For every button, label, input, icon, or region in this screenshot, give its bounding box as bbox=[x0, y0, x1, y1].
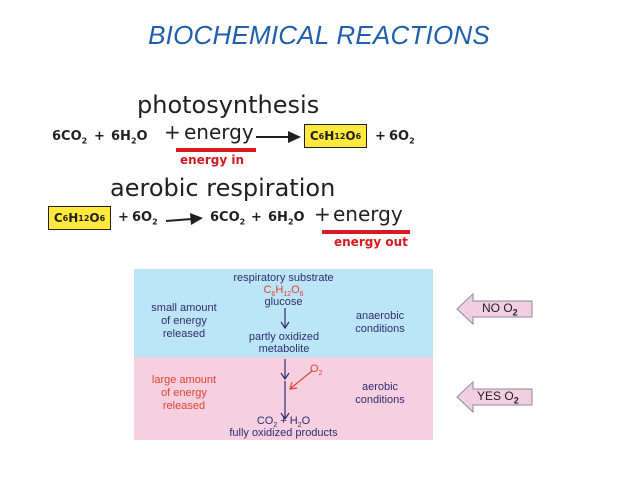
diagram-formula: C6H12O6 bbox=[263, 284, 304, 299]
photosynthesis-product-o2: 6O2 bbox=[389, 129, 415, 146]
aerobic-energy: energy bbox=[333, 202, 403, 226]
diagram-substrate: respiratory substrate bbox=[233, 272, 334, 284]
respiration-diagram: respiratory substrate C6H12O6 glucose sm… bbox=[134, 269, 433, 440]
diagram-large-energy-3: released bbox=[162, 400, 206, 412]
diagram-small-energy-1: small amount bbox=[151, 302, 217, 314]
energy-in-underline bbox=[176, 148, 256, 152]
aerobic-band bbox=[134, 357, 433, 440]
photosynthesis-energy: energy bbox=[184, 120, 254, 144]
metabolite-down-arrow-icon bbox=[280, 359, 290, 381]
photosynthesis-plus-2: + bbox=[164, 120, 181, 144]
diagram-aerobic-1: aerobic bbox=[361, 381, 399, 393]
diagram-oxygen: O2 bbox=[310, 363, 323, 378]
diagram-products-formula: CO2 + H2O bbox=[256, 415, 311, 430]
aerobic-heading: aerobic respiration bbox=[110, 174, 336, 202]
aerobic-plus-2: + bbox=[251, 210, 262, 225]
photosynthesis-heading: photosynthesis bbox=[137, 91, 320, 119]
photosynthesis-arrow-icon bbox=[256, 131, 301, 143]
diagram-large-energy-1: large amount bbox=[151, 374, 217, 386]
yes-oxygen-label: YES O2 bbox=[477, 389, 519, 406]
oxygen-arrow-icon bbox=[289, 370, 313, 390]
diagram-products-label: fully oxidized products bbox=[229, 427, 338, 439]
diagram-glucose: glucose bbox=[264, 296, 303, 308]
anaerobic-band bbox=[134, 269, 433, 357]
photosynthesis-plus-1: + bbox=[94, 129, 105, 144]
diagram-aerobic-2: conditions bbox=[355, 394, 405, 406]
aerobic-plus-1: + bbox=[118, 210, 129, 225]
photosynthesis-reactant-co2: 6CO2 bbox=[52, 129, 88, 146]
diagram-metabolite: metabolite bbox=[258, 343, 310, 355]
aerobic-reactant-o2: 6O2 bbox=[132, 210, 158, 227]
aerobic-arrow-icon bbox=[166, 213, 203, 225]
no-oxygen-tag: NO O2 bbox=[456, 293, 536, 325]
yes-oxygen-tag: YES O2 bbox=[456, 381, 536, 413]
energy-out-label: energy out bbox=[334, 235, 408, 249]
energy-out-underline bbox=[322, 230, 410, 234]
aerobic-product-h2o: 6H2O bbox=[268, 210, 305, 227]
diagram-anaerobic-2: conditions bbox=[355, 323, 405, 335]
photosynthesis-reactant-h2o: 6H2O bbox=[111, 129, 148, 146]
glucose-down-arrow-icon bbox=[280, 308, 290, 330]
diagram-large-energy-2: of energy bbox=[161, 387, 207, 399]
slide-title: BIOCHEMICAL REACTIONS bbox=[148, 20, 490, 50]
diagram-anaerobic-1: anaerobic bbox=[355, 310, 405, 322]
oxidation-down-arrow-icon bbox=[280, 381, 290, 421]
yes-oxygen-arrow-shape bbox=[456, 381, 533, 413]
energy-in-label: energy in bbox=[180, 153, 244, 167]
no-oxygen-label: NO O2 bbox=[482, 301, 518, 318]
photosynthesis-plus-3: + bbox=[375, 129, 386, 144]
diagram-small-energy-3: released bbox=[162, 328, 206, 340]
diagram-partly-oxidized: partly oxidized bbox=[248, 331, 320, 343]
aerobic-plus-3: + bbox=[314, 202, 331, 226]
no-oxygen-arrow-shape bbox=[456, 293, 533, 325]
aerobic-product-co2: 6CO2 bbox=[210, 210, 246, 227]
diagram-small-energy-2: of energy bbox=[161, 315, 207, 327]
